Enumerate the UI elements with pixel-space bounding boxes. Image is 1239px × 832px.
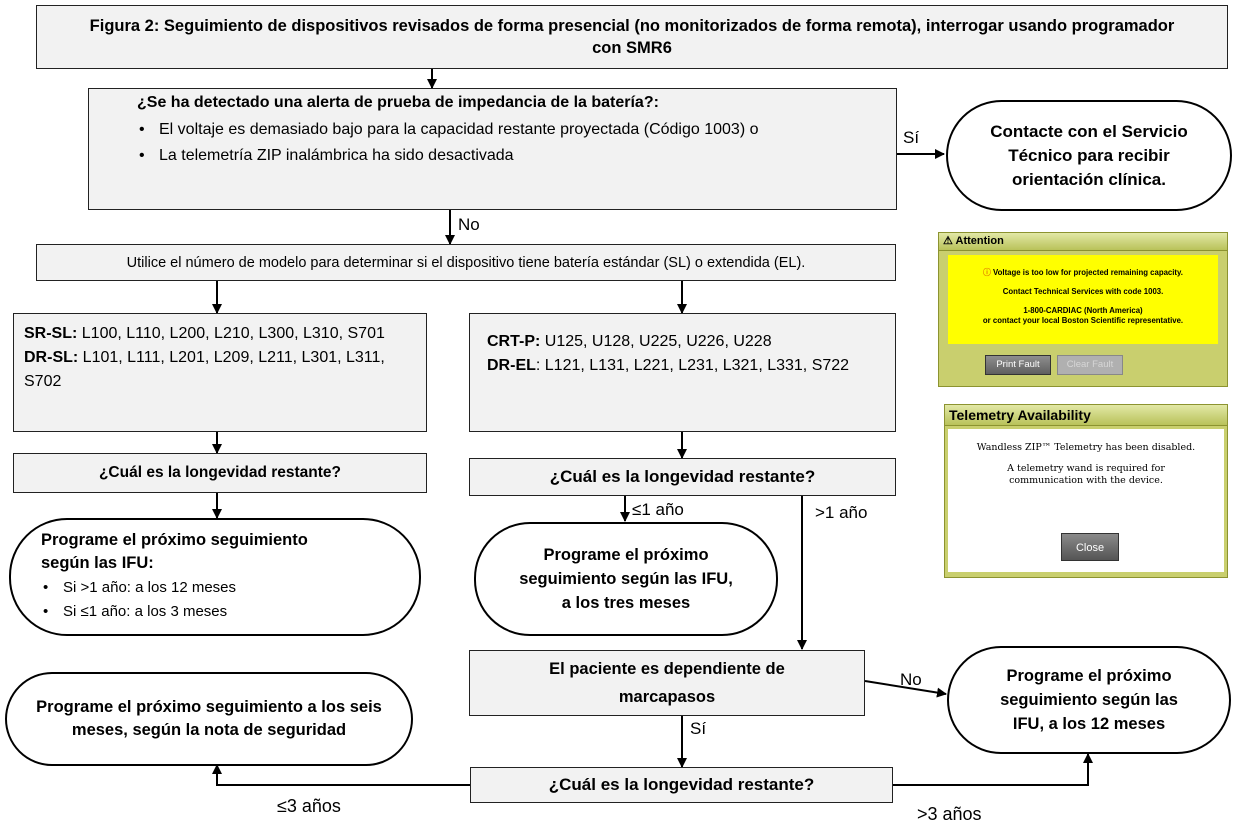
attention-line: ⓘ Voltage is too low for projected remai… <box>983 268 1183 277</box>
attention-title-bar: ⚠ Attention <box>939 233 1227 251</box>
telemetry-title-bar: Telemetry Availability <box>945 405 1227 426</box>
extended-battery-models: CRT-P: U125, U128, U225, U226, U228 DR-E… <box>469 313 896 432</box>
dr-el-models: DR-EL: L121, L131, L221, L231, L321, L33… <box>487 357 850 374</box>
model-number-step: Utilice el número de modelo para determi… <box>36 244 896 281</box>
telemetry-title: Telemetry Availability <box>949 407 1091 423</box>
yes-label: Sí <box>903 128 920 147</box>
clear-fault-button[interactable]: Clear Fault <box>1057 355 1123 375</box>
arrow-dep-no <box>864 680 947 698</box>
standard-battery-models: SR-SL: L100, L110, L200, L210, L300, L31… <box>13 313 427 432</box>
sr-sl-models: SR-SL: L100, L110, L200, L210, L300, L31… <box>24 325 385 342</box>
figure-title: Figura 2: Seguimiento de dispositivos re… <box>36 5 1228 69</box>
crt-p-models: CRT-P: U125, U128, U225, U226, U228 <box>487 333 772 350</box>
followup-three-months: Programe el próximo seguimiento según la… <box>474 522 778 636</box>
telemetry-line: Wandless ZIP™ Telemetry has been disable… <box>976 442 1196 453</box>
arrow-gt3 <box>893 753 1093 786</box>
gt-three-years-label: >3 años <box>917 804 982 824</box>
followup-per-ifu-title: Programe el próximo seguimiento según la… <box>41 531 308 572</box>
print-fault-button[interactable]: Print Fault <box>985 355 1051 375</box>
alert-circle-icon: ⓘ <box>983 268 991 277</box>
battery-alert-question-box: ¿Se ha detectado una alerta de prueba de… <box>88 88 897 210</box>
criteria-item: El voltaje es demasiado bajo para la cap… <box>137 118 868 142</box>
attention-screen: ⚠ Attention ⓘ Voltage is too low for pro… <box>938 232 1228 387</box>
longevity-question-left: ¿Cuál es la longevidad restante? <box>13 453 427 493</box>
followup-rule: Si >1 año: a los 12 meses <box>41 576 399 600</box>
no-label: No <box>458 215 480 234</box>
attention-line: Contact Technical Services with code 100… <box>1002 287 1164 296</box>
followup-rule: Si ≤1 año: a los 3 meses <box>41 600 399 624</box>
dep-no-label: No <box>900 670 922 689</box>
le-one-year-label: ≤1 año <box>632 500 684 519</box>
dr-sl-models: DR-SL: L101, L111, L201, L209, L211, L30… <box>24 349 385 390</box>
battery-alert-question: ¿Se ha detectado una alerta de prueba de… <box>137 94 659 111</box>
warning-icon: ⚠ <box>943 235 953 247</box>
dep-yes-label: Sí <box>690 719 707 738</box>
pacemaker-dependent-question: El paciente es dependiente de marcapasos <box>469 650 865 716</box>
attention-line: 1-800-CARDIAC (North America) <box>1023 306 1143 315</box>
followup-six-months: Programe el próximo seguimiento a los se… <box>5 672 413 766</box>
le-three-years-label: ≤3 años <box>277 796 341 816</box>
followup-twelve-months: Programe el próximo seguimiento según la… <box>947 646 1231 754</box>
attention-line: or contact your local Boston Scientific … <box>982 316 1184 325</box>
attention-title: Attention <box>955 235 1004 247</box>
followup-per-ifu: Programe el próximo seguimiento según la… <box>9 518 421 636</box>
telemetry-screen: Telemetry Availability Wandless ZIP™ Tel… <box>944 404 1228 578</box>
close-button[interactable]: Close <box>1061 533 1119 561</box>
attention-message-panel: ⓘ Voltage is too low for projected remai… <box>948 255 1218 344</box>
criteria-item: La telemetría ZIP inalámbrica ha sido de… <box>137 144 868 168</box>
longevity-question-bottom: ¿Cuál es la longevidad restante? <box>470 767 893 803</box>
telemetry-line: A telemetry wand is required for communi… <box>1007 463 1165 486</box>
arrow-le3 <box>212 764 470 786</box>
followup-per-ifu-list: Si >1 año: a los 12 meses Si ≤1 año: a l… <box>41 576 399 624</box>
battery-alert-criteria: El voltaje es demasiado bajo para la cap… <box>137 118 868 168</box>
longevity-question-right: ¿Cuál es la longevidad restante? <box>469 458 896 496</box>
gt-one-year-label: >1 año <box>815 503 868 522</box>
contact-technical-service: Contacte con el Servicio Técnico para re… <box>946 100 1232 211</box>
telemetry-message-panel: Wandless ZIP™ Telemetry has been disable… <box>948 429 1224 572</box>
